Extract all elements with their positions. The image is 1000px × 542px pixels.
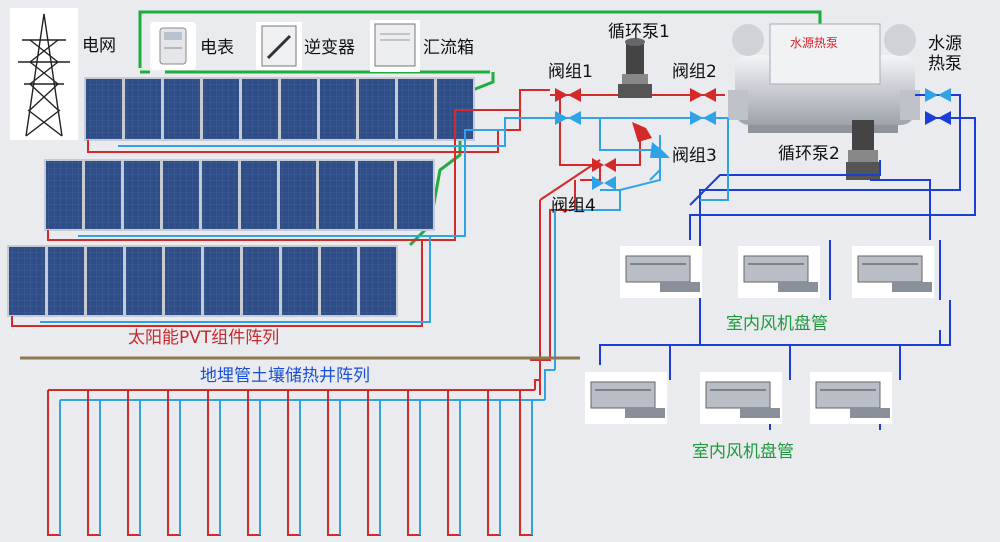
inverter-label: 逆变器 [304, 38, 355, 58]
heat-pump-valve-icon [925, 88, 951, 125]
valve-3-label: 阀组3 [672, 146, 717, 166]
valve-4-icon [592, 158, 616, 190]
meter-label: 电表 [200, 38, 234, 58]
ground-array-label: 地埋管土壤储热井阵列 [200, 366, 370, 386]
power-tower-icon [10, 8, 78, 140]
pvt-panels [7, 77, 475, 317]
fan-coil-unit [810, 372, 892, 424]
valve-2-label: 阀组2 [672, 62, 717, 82]
valve-2-icon [690, 88, 716, 125]
circulation-pump-1-icon [618, 38, 652, 98]
pump-2-label: 循环泵2 [778, 144, 840, 164]
pump-1-label: 循环泵1 [608, 22, 670, 42]
fan-coil-unit [620, 246, 702, 298]
pvt-piping-cold [40, 117, 575, 323]
pvt-array-label: 太阳能PVT组件阵列 [128, 328, 280, 348]
fan-coil-label-upper: 室内风机盘管 [726, 314, 828, 334]
combiner-box-icon [370, 20, 420, 72]
fan-coil-unit [738, 246, 820, 298]
fan-coil-label-lower: 室内风机盘管 [692, 442, 794, 462]
meter-icon [150, 22, 196, 70]
fan-coil-unit [700, 372, 782, 424]
valve-1-icon [555, 88, 581, 125]
water-source-heat-pump-icon [728, 23, 920, 133]
fan-coil-unit [585, 372, 667, 424]
borehole-loops [47, 369, 555, 536]
water-source-heat-pump-label: 水源 热泵 [928, 34, 962, 75]
inverter-icon [256, 22, 302, 70]
grid-label: 电网 [82, 36, 116, 56]
heat-pump-sign: 水源热泵 [790, 36, 839, 50]
valve-4-label: 阀组4 [551, 196, 596, 216]
fan-coil-unit [852, 246, 934, 298]
main-hot-pipes [530, 94, 725, 395]
combiner-box-label: 汇流箱 [423, 38, 474, 58]
fan-coil-units [585, 246, 934, 424]
valve-1-label: 阀组1 [548, 62, 593, 82]
valve-3-icon [632, 122, 670, 158]
coil-loop-pipes [599, 94, 976, 430]
